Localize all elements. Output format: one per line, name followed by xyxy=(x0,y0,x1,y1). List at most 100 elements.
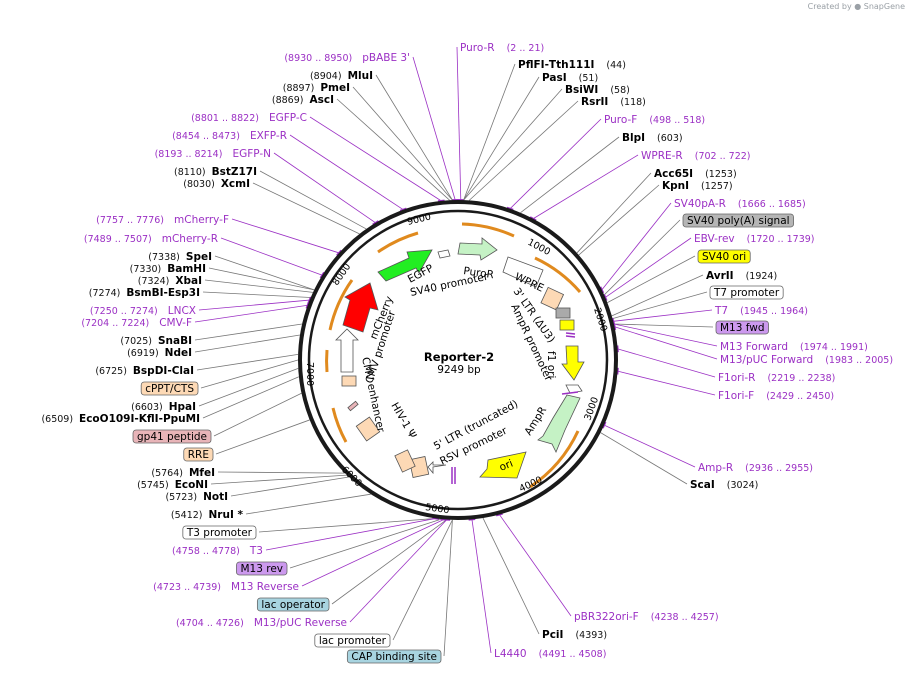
primer-exfp-r[interactable]: EXFP-R(8454 .. 8473) xyxy=(172,130,287,142)
primer-name: EXFP-R xyxy=(250,130,287,142)
feature-tag-sv40-ori[interactable]: SV40 ori xyxy=(697,249,751,264)
feature-mcherry-arrow xyxy=(342,282,379,333)
enzyme-xbai[interactable]: XbaI(7324) xyxy=(138,275,202,287)
enzyme-mlui[interactable]: MluI(8904) xyxy=(310,70,373,82)
feature-tag-lac-operator[interactable]: lac operator xyxy=(256,597,330,612)
feature-tag-text: gp41 peptide xyxy=(137,431,207,443)
feature-tag-cppt-cts[interactable]: cPPT/CTS xyxy=(140,381,199,396)
feature-tag-t3-promoter[interactable]: T3 promoter xyxy=(182,525,257,540)
enzyme-econi[interactable]: EcoNI(5745) xyxy=(137,479,208,491)
primer-coord: (7250 .. 7274) xyxy=(90,306,158,317)
enzyme-noti[interactable]: NotI(5723) xyxy=(165,491,228,503)
primer-pbr322ori-f[interactable]: pBR322ori-F(4238 .. 4257) xyxy=(574,611,719,623)
enzyme-snabi[interactable]: SnaBI(7025) xyxy=(120,335,192,347)
primer-sv40pa-r[interactable]: SV40pA-R(1666 .. 1685) xyxy=(674,198,806,210)
feature-yellow-box xyxy=(559,319,575,331)
feature-primer-sites xyxy=(451,332,579,484)
primer-f1ori-f[interactable]: F1ori-F(2429 .. 2450) xyxy=(718,390,834,402)
enzyme-ecoo109i[interactable]: PpuMI - KflI - EcoO109I(6509) xyxy=(41,413,200,425)
tick-4000: 4000 xyxy=(518,475,545,495)
enzyme-kpni[interactable]: KpnI(1257) xyxy=(662,180,733,192)
enzyme-bsiwi[interactable]: BsiWI(58) xyxy=(565,84,630,96)
enzyme-name: BlpI xyxy=(622,132,645,144)
primer-lncx[interactable]: LNCX (7250 .. 7274) xyxy=(90,305,196,317)
enzyme-hpai[interactable]: HpaI(6603) xyxy=(131,401,196,413)
leader-line xyxy=(198,367,299,407)
enzyme-spei[interactable]: SpeI(7338) xyxy=(148,251,212,263)
feature-tag-m13-fwd[interactable]: M13 fwd xyxy=(715,320,769,335)
credit-brand: SnapGene xyxy=(863,2,905,11)
leader-line xyxy=(468,100,579,201)
primer-name: LNCX xyxy=(168,305,196,317)
primer-coord: (7204 .. 7224) xyxy=(81,318,149,329)
primer-amp-r[interactable]: Amp-R(2936 .. 2955) xyxy=(698,462,813,474)
enzyme-bstz17i[interactable]: BstZ17I(8110) xyxy=(174,166,257,178)
primer-egfp-n[interactable]: EGFP-N(8193 .. 8214) xyxy=(155,148,271,160)
enzyme-nrui-[interactable]: NruI *(5412) xyxy=(171,509,244,521)
enzyme-coord: (8110) xyxy=(174,167,206,178)
primer-m13-forward[interactable]: M13 Forward(1974 .. 1991) xyxy=(720,341,868,353)
primer-m13-puc-reverse[interactable]: M13/pUC Reverse(4704 .. 4726) xyxy=(176,617,347,629)
enzyme-bsmbi[interactable]: Esp3I - BsmBI(7274) xyxy=(89,287,200,299)
feature-tag-t7-promoter[interactable]: T7 promoter xyxy=(709,285,784,300)
primer-egfp-c[interactable]: EGFP-C(8801 .. 8822) xyxy=(191,112,307,124)
feature-tag-m13-rev[interactable]: M13 rev xyxy=(236,561,288,576)
feature-tag-cap-binding-site[interactable]: CAP binding site xyxy=(346,649,442,664)
leader-line xyxy=(482,517,540,635)
enzyme-ndei[interactable]: NdeI (6919) xyxy=(127,347,192,359)
primer-mcherry-r[interactable]: mCherry-R(7489 .. 7507) xyxy=(84,233,218,245)
arc-mcherry xyxy=(328,279,354,331)
primer-wpre-r[interactable]: WPRE-R(702 .. 722) xyxy=(641,150,751,162)
leader-line xyxy=(611,274,704,317)
leader-line xyxy=(301,519,445,587)
enzyme-pasi[interactable]: PasI(51) xyxy=(542,72,598,84)
enzyme-pmei[interactable]: PmeI(8897) xyxy=(283,82,350,94)
enzyme-xcmi[interactable]: XcmI(8030) xyxy=(183,178,250,190)
primer-puro-r[interactable]: Puro-R(2 .. 21) xyxy=(460,42,544,54)
feature-tag-rre[interactable]: RRE xyxy=(183,447,214,462)
leader-line xyxy=(258,518,436,533)
enzyme-separator: - xyxy=(159,413,163,425)
primer-name: T3 xyxy=(249,545,263,557)
enzyme-acc65i[interactable]: Acc65I(1253) xyxy=(654,168,737,180)
primer-pbabe-3-[interactable]: pBABE 3'(8930 .. 8950) xyxy=(284,52,410,64)
leader-line xyxy=(605,237,692,298)
primer-mcherry-f[interactable]: mCherry-F(7757 .. 7776) xyxy=(96,214,229,226)
primer-ebv-rev[interactable]: EBV-rev(1720 .. 1739) xyxy=(694,233,815,245)
enzyme-bspdi[interactable]: ClaI - BspDI(6725) xyxy=(95,365,194,377)
feature-tag-gp41-peptide[interactable]: gp41 peptide xyxy=(132,429,212,444)
primer-m13-puc-forward[interactable]: M13/pUC Forward(1983 .. 2005) xyxy=(720,354,893,366)
primer-puro-f[interactable]: Puro-F(498 .. 518) xyxy=(604,114,705,126)
primer-l4440[interactable]: L4440(4491 .. 4508) xyxy=(494,648,606,660)
enzyme-avrii[interactable]: AvrII(1924) xyxy=(706,270,777,282)
enzyme-coord: (7025) xyxy=(120,336,152,347)
feature-tag-sv40-poly-a-signal[interactable]: SV40 poly(A) signal xyxy=(682,213,794,228)
leader-line xyxy=(349,519,448,623)
enzyme-asci[interactable]: AscI(8869) xyxy=(272,94,334,106)
feature-tag-lac-promoter[interactable]: lac promoter xyxy=(314,633,391,648)
primer-coord: (4723 .. 4739) xyxy=(153,582,221,593)
primer-coord: (1974 .. 1991) xyxy=(800,342,868,353)
enzyme-blpi[interactable]: BlpI(603) xyxy=(622,132,683,144)
primer-m13-reverse[interactable]: M13 Reverse(4723 .. 4739) xyxy=(153,581,299,593)
enzyme-coord: (6919) xyxy=(127,348,159,359)
primer-t3[interactable]: T3(4758 .. 4778) xyxy=(172,545,263,557)
enzyme-rsrii[interactable]: RsrII(118) xyxy=(581,96,646,108)
enzyme-name: HpaI xyxy=(169,401,196,413)
leader-line xyxy=(202,291,311,298)
primer-t7[interactable]: T7(1945 .. 1964) xyxy=(714,305,808,317)
enzyme-mfei[interactable]: MfeI(5764) xyxy=(151,467,215,479)
leader-line xyxy=(520,136,620,214)
feature-tag-text: CAP binding site xyxy=(351,651,437,663)
feature-tag-text: T3 promoter xyxy=(186,527,253,539)
enzyme-name: NdeI xyxy=(165,347,192,359)
primer-f1ori-r[interactable]: F1ori-R(2219 .. 2238) xyxy=(718,372,835,384)
leader-line xyxy=(532,154,639,220)
enzyme-bamhi[interactable]: BamHI(7330) xyxy=(130,263,206,275)
leader-line xyxy=(617,348,716,378)
primer-cmv-f[interactable]: CMV-F(7204 .. 7224) xyxy=(81,317,192,329)
enzyme-pcii[interactable]: PciI(4393) xyxy=(542,629,607,641)
enzyme-pflfi[interactable]: PflFI - Tth111I(44) xyxy=(518,59,626,71)
feature-ltr5-box xyxy=(408,456,430,478)
enzyme-scai[interactable]: ScaI(3024) xyxy=(690,479,758,491)
